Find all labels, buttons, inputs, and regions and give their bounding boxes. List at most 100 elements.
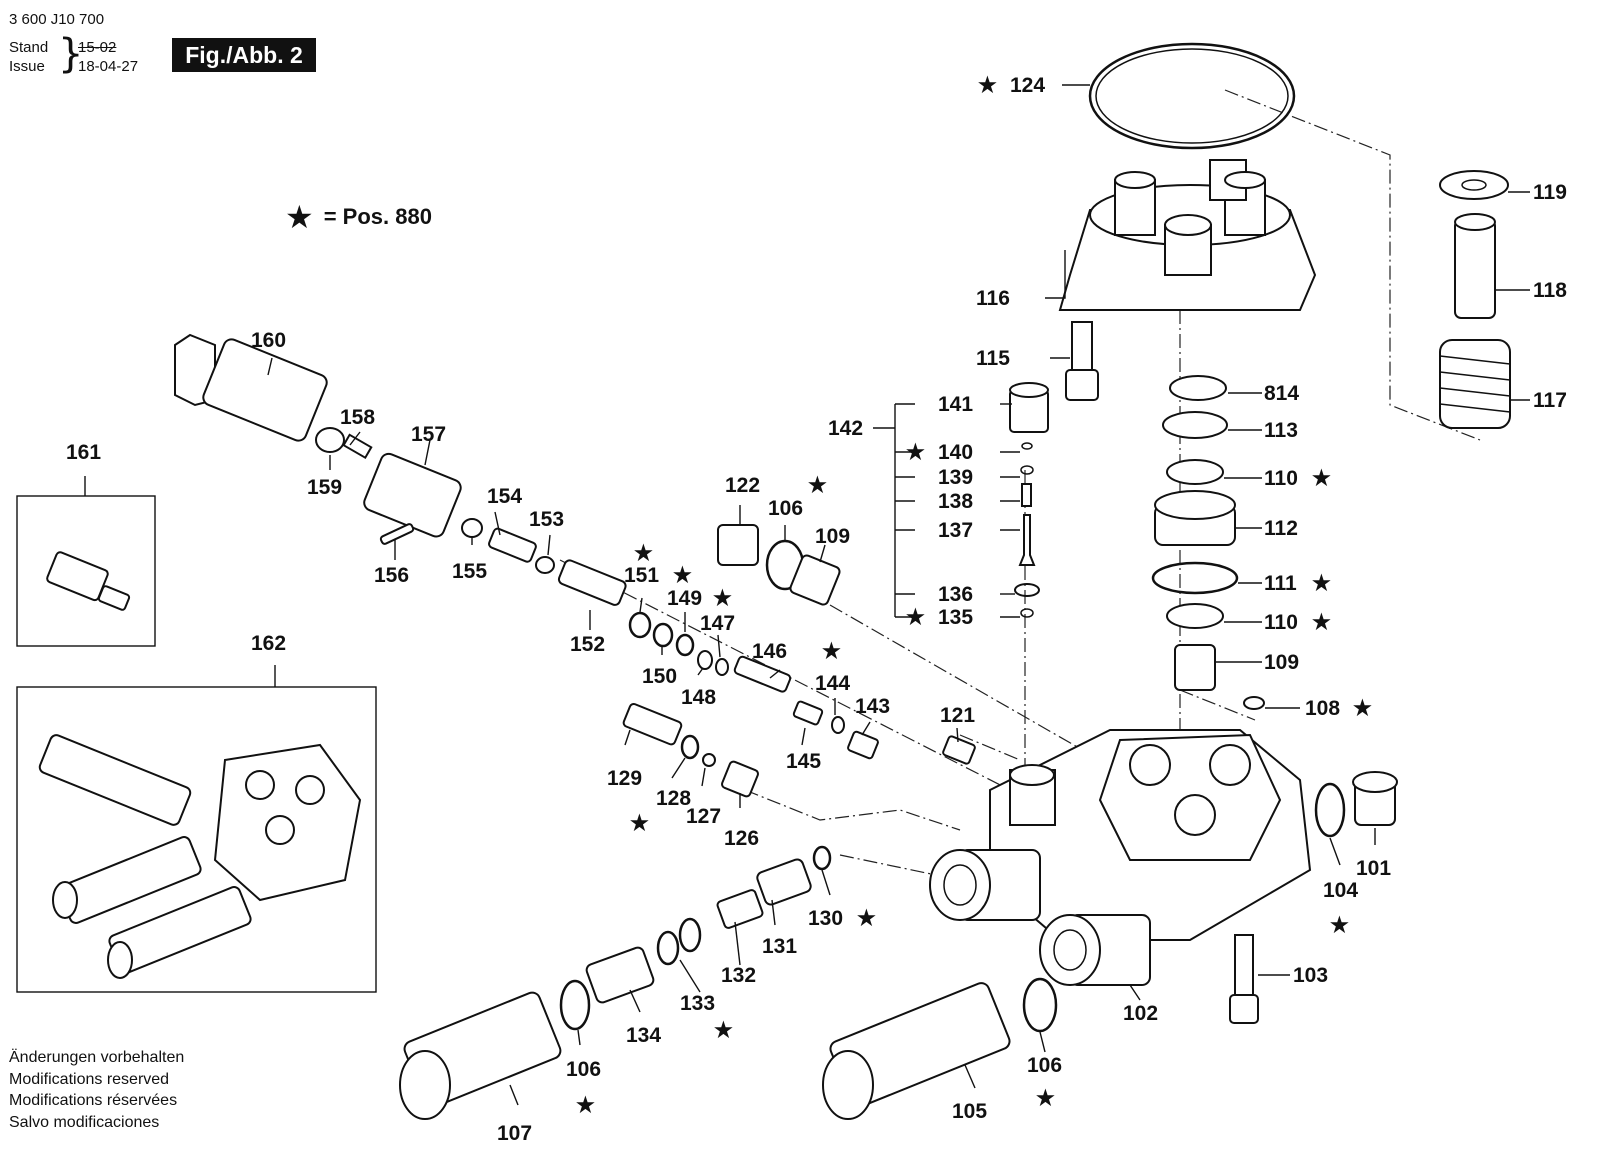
part-label-106: 106 — [768, 497, 803, 520]
star-icon: ★ — [1312, 467, 1331, 490]
part-label-110: 110 — [1264, 467, 1298, 490]
star-icon: ★ — [576, 1094, 595, 1117]
part-label-126: 126 — [724, 827, 759, 850]
part-label-122: 122 — [725, 474, 760, 497]
part-label-124: 124 — [1010, 74, 1045, 97]
part-label-137: 137 — [938, 519, 973, 542]
brace-icon: } — [58, 31, 84, 77]
part-label-156: 156 — [374, 564, 409, 587]
star-icon: ★ — [857, 907, 876, 930]
part-label-135: 135 — [938, 606, 973, 629]
part-label-127: 127 — [686, 805, 721, 828]
part-label-152: 152 — [570, 633, 605, 656]
parts-121-146 — [733, 655, 976, 765]
part-label-153: 153 — [529, 508, 564, 531]
part-label-161: 161 — [66, 441, 101, 464]
footer-line: Modifications reserved — [9, 1070, 170, 1088]
document-number: 3 600 J10 700 — [9, 11, 105, 28]
star-icon: ★ — [1312, 572, 1331, 595]
stand-label: Stand — [9, 39, 49, 56]
parts-126-129 — [622, 702, 759, 798]
part-label-151: 151 — [624, 564, 659, 587]
part-label-106: 106 — [566, 1058, 601, 1081]
part-label-142: 142 — [828, 417, 863, 440]
part-label-814: 814 — [1264, 382, 1299, 405]
part-label-110: 110 — [1264, 611, 1298, 634]
assembly-lines — [559, 89, 1481, 881]
part-label-109: 109 — [815, 525, 850, 548]
footer-line: Modifications réservées — [9, 1092, 178, 1109]
o-ring-124 — [1088, 42, 1296, 150]
part-label-160: 160 — [251, 329, 286, 352]
part-label-118: 118 — [1533, 279, 1567, 302]
star-icon: ★ — [1036, 1087, 1055, 1110]
issue-date: 18-04-27 — [78, 58, 139, 75]
part-label-132: 132 — [721, 964, 756, 987]
star-icon: ★ — [630, 812, 649, 835]
part-label-129: 129 — [607, 767, 642, 790]
star-icon: ★ — [634, 542, 653, 565]
star-icon: ★ — [713, 587, 732, 610]
part-label-162: 162 — [251, 632, 286, 655]
star-icon: ★ — [906, 441, 925, 464]
part-label-116: 116 — [976, 287, 1010, 310]
part-label-117: 117 — [1533, 389, 1567, 412]
star-icon: ★ — [1312, 611, 1331, 634]
figure-label: Fig./Abb. 2 — [172, 38, 316, 72]
star-icon: ★ — [978, 74, 997, 97]
parts-101-104 — [1229, 771, 1398, 1024]
screw-115 — [1065, 321, 1099, 401]
part-label-157: 157 — [411, 423, 446, 446]
part-label-145: 145 — [786, 750, 821, 773]
part-label-103: 103 — [1293, 964, 1328, 987]
star-icon: ★ — [1353, 697, 1372, 720]
star-icon: ★ — [1330, 914, 1349, 937]
part-label-121: 121 — [940, 704, 975, 727]
part-label-133: 133 — [680, 992, 715, 1015]
parts-152-160 — [174, 333, 729, 676]
stand-date: 15-02 — [78, 39, 117, 56]
part-label-108: 108 — [1305, 697, 1340, 720]
part-label-104: 104 — [1323, 879, 1358, 902]
parts-105-107 — [399, 977, 1058, 1120]
legend-text: = Pos. 880 — [323, 204, 432, 229]
parts-135-141 — [1009, 382, 1049, 618]
star-icon: ★ — [714, 1019, 733, 1042]
part-label-147: 147 — [700, 612, 735, 635]
part-label-154: 154 — [487, 485, 522, 508]
part-label-115: 115 — [976, 347, 1010, 370]
part-labels: ★ 124 119 118 117 116 115 814 113 110 ★ … — [66, 74, 1567, 1145]
parts-117-119 — [1439, 170, 1511, 429]
pump-housing-102 — [929, 729, 1312, 986]
parts-130-134 — [559, 845, 832, 1031]
valve-plate-116 — [1058, 159, 1317, 311]
star-icon: ★ — [808, 474, 827, 497]
footer-notes: Änderungen vorbehalten Modifications res… — [9, 1047, 184, 1133]
footer-line: Änderungen vorbehalten — [9, 1049, 185, 1066]
part-label-128: 128 — [656, 787, 691, 810]
part-label-119: 119 — [1533, 181, 1567, 204]
star-legend: ★ = Pos. 880 — [285, 198, 432, 236]
star-icon: ★ — [822, 640, 841, 663]
issue-label: Issue — [9, 58, 45, 75]
part-label-131: 131 — [762, 935, 797, 958]
footer-line: Salvo modificaciones — [9, 1113, 160, 1131]
star-icon: ★ — [906, 606, 925, 629]
part-label-139: 139 — [938, 466, 973, 489]
valve-stack-parts — [1151, 375, 1265, 710]
part-label-109: 109 — [1264, 651, 1299, 674]
part-label-102: 102 — [1123, 1002, 1158, 1025]
part-label-101: 101 — [1356, 857, 1391, 880]
part-label-159: 159 — [307, 476, 342, 499]
star-icon: ★ — [285, 198, 314, 236]
parts-106-122 — [717, 524, 841, 606]
star-icon: ★ — [673, 564, 692, 587]
part-label-111: 111 — [1264, 572, 1297, 595]
part-label-138: 138 — [938, 490, 973, 513]
inset-box-162 — [16, 686, 377, 993]
part-label-148: 148 — [681, 686, 716, 709]
leader-lines — [84, 84, 1530, 1106]
part-label-136: 136 — [938, 583, 973, 606]
part-label-141: 141 — [938, 393, 973, 416]
